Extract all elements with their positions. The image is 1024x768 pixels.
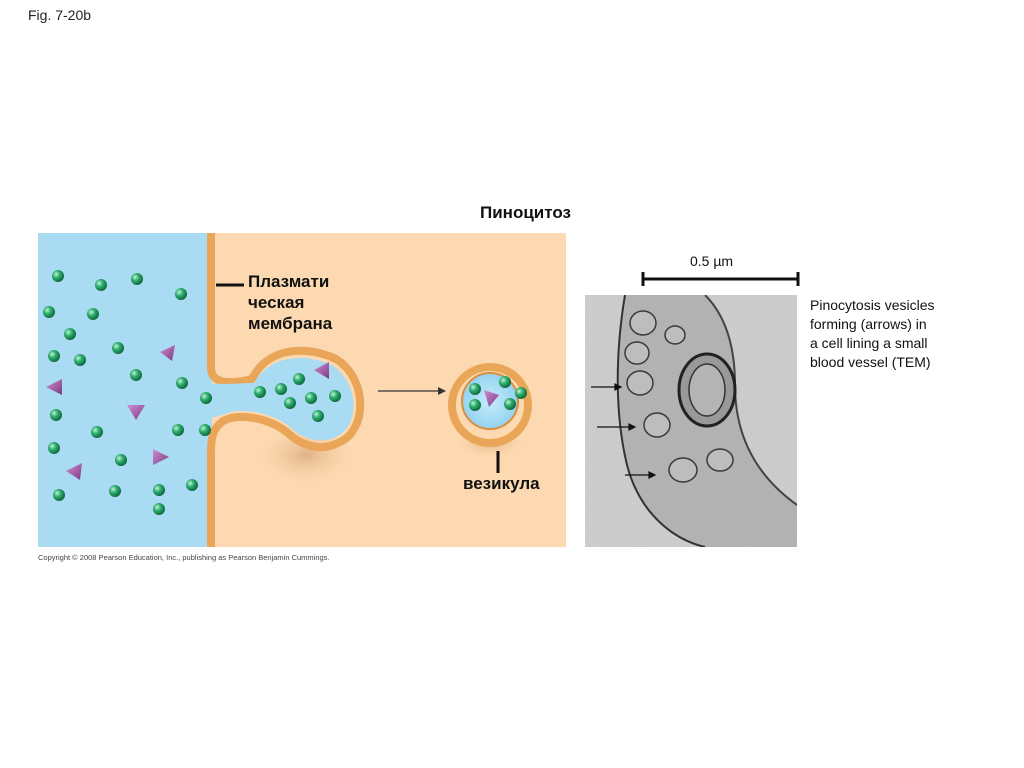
membrane-label-line-3: мембрана (248, 314, 333, 333)
pocket-shadow (254, 423, 358, 487)
extracellular-region (38, 233, 212, 547)
molecule (52, 270, 64, 282)
process-arrow-head (438, 387, 446, 395)
molecule (329, 390, 341, 402)
molecule (172, 424, 184, 436)
tem-micrograph (585, 295, 797, 547)
molecule (112, 342, 124, 354)
molecule (284, 397, 296, 409)
molecule (130, 369, 142, 381)
vesicle-label: везикула (463, 474, 540, 493)
diagram-title: Пиноцитоз (480, 203, 571, 222)
molecule (199, 424, 211, 436)
copyright-notice: Copyright © 2008 Pearson Education, Inc.… (38, 553, 330, 562)
molecule (499, 376, 511, 388)
caption-line-2: forming (arrows) in (810, 316, 927, 332)
molecule (64, 328, 76, 340)
plasma-membrane (207, 233, 365, 547)
molecule (153, 503, 165, 515)
molecule (305, 392, 317, 404)
caption-line-3: a cell lining a small (810, 335, 928, 351)
molecule (53, 489, 65, 501)
molecule (469, 383, 481, 395)
molecule (515, 387, 527, 399)
molecule (469, 399, 481, 411)
molecule (175, 288, 187, 300)
extracellular-solutes (46, 345, 175, 480)
molecule (254, 386, 266, 398)
extracellular-molecules (43, 270, 212, 515)
scale-bar (641, 272, 800, 286)
solute-triangle (484, 390, 499, 407)
molecule (504, 398, 516, 410)
molecule (131, 273, 143, 285)
molecule (43, 306, 55, 318)
molecule (115, 454, 127, 466)
figure-label: Fig. 7-20b (28, 7, 92, 23)
caption-line-1: Pinocytosis vesicles (810, 297, 935, 313)
molecule (109, 485, 121, 497)
solute-triangle (66, 463, 82, 480)
molecule (50, 409, 62, 421)
membrane-label: Плазмати ческая мембрана (248, 271, 368, 334)
molecule (74, 354, 86, 366)
molecule (200, 392, 212, 404)
scale-bar-label: 0.5 µm (690, 253, 734, 269)
solute-triangle (127, 405, 145, 420)
solute-triangle (314, 362, 329, 379)
molecule (95, 279, 107, 291)
membrane-label-line-2: ческая (248, 293, 305, 312)
pinocytosis-diagram (38, 233, 566, 547)
micrograph-caption: Pinocytosis vesicles forming (arrows) in… (810, 296, 1010, 372)
membrane-label-line-1: Плазмати (248, 272, 330, 291)
molecule (176, 377, 188, 389)
molecule (48, 350, 60, 362)
molecule (87, 308, 99, 320)
pocket-molecules (254, 362, 341, 422)
molecule (312, 410, 324, 422)
solute-triangle (46, 379, 62, 395)
molecule (186, 479, 198, 491)
caption-line-4: blood vessel (TEM) (810, 354, 931, 370)
vesicle-molecules (469, 376, 527, 411)
solute-triangle (160, 345, 175, 361)
molecule (48, 442, 60, 454)
molecule (153, 484, 165, 496)
molecule (275, 383, 287, 395)
molecule (91, 426, 103, 438)
solute-triangle (153, 449, 169, 465)
molecule (293, 373, 305, 385)
